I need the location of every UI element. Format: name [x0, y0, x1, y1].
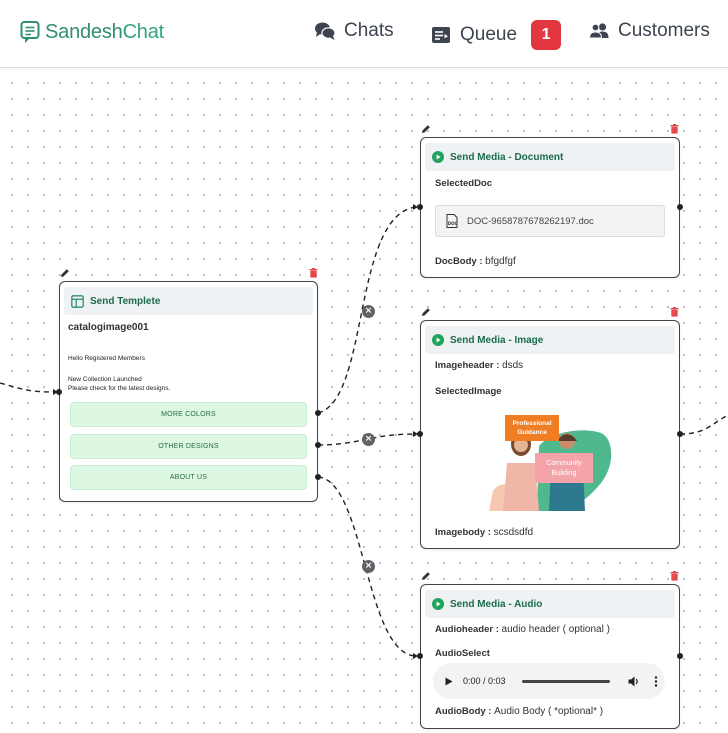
template-node-header: Send Templete [64, 287, 313, 315]
more-options-icon[interactable] [654, 675, 658, 687]
pencil-icon[interactable] [60, 268, 70, 278]
template-button-other-designs[interactable]: OTHER DESIGNS [70, 434, 307, 459]
image-header: Imageheader : dsds [435, 360, 524, 371]
audio-node-header: Send Media - Audio [425, 590, 675, 618]
nav-customers[interactable]: Customers [588, 20, 710, 42]
selected-doc-file[interactable]: DOC DOC-96587876782621​97.doc [435, 205, 665, 237]
template-body-line1: New Collection Launched [68, 376, 142, 383]
doc-body-value: bfgdfgf [485, 256, 516, 267]
nav-queue[interactable]: Queue 1 [430, 20, 562, 50]
nav-chats-label: Chats [344, 20, 394, 41]
image-caption-2-line2: Building [552, 470, 577, 477]
doc-body: DocBody : bfgdfgf [435, 256, 516, 267]
play-circle-icon [432, 334, 444, 346]
output-handle[interactable] [677, 653, 683, 659]
template-button-about-us[interactable]: ABOUT US [70, 465, 307, 490]
image-body: Imagebody : scsdsdfd [435, 527, 534, 538]
chat-logo-icon [20, 21, 40, 43]
audio-header: Audioheader : audio header ( optional ) [435, 624, 610, 635]
chat-bubbles-icon [315, 22, 336, 40]
audio-body-value: Audio Body ( *optional* ) [494, 706, 604, 717]
input-handle[interactable] [417, 431, 423, 437]
play-circle-icon [432, 598, 444, 610]
pencil-icon[interactable] [421, 307, 431, 317]
node-title: Send Media - Audio [450, 598, 543, 610]
template-body-line2: Please check for the latest designs. [68, 385, 171, 392]
template-button-more-colors[interactable]: MORE COLORS [70, 402, 307, 427]
queue-count-badge: 1 [531, 20, 562, 50]
volume-icon[interactable] [628, 676, 640, 687]
node-title: Send Media - Document [450, 151, 564, 163]
template-greeting: Hello Registered Members [68, 355, 145, 362]
pencil-icon[interactable] [421, 571, 431, 581]
logo-text: SandeshChat [45, 20, 165, 43]
template-layout-icon [71, 294, 84, 308]
app-logo[interactable]: SandeshChat [20, 20, 164, 44]
play-circle-icon [432, 151, 444, 163]
svg-text:DOC: DOC [448, 221, 458, 226]
doc-file-name: DOC-96587876782621​97.doc [467, 215, 594, 227]
audio-select-label: AudioSelect [435, 648, 490, 659]
image-caption-1: Professional [512, 420, 551, 427]
trash-icon[interactable] [670, 124, 679, 134]
output-handle[interactable] [315, 410, 321, 416]
audio-progress-slider[interactable] [521, 679, 610, 683]
image-node-header: Send Media - Image [425, 326, 675, 354]
output-handle[interactable] [315, 474, 321, 480]
output-handle[interactable] [315, 442, 321, 448]
delete-edge-button[interactable]: × [362, 433, 375, 446]
template-node[interactable]: Send Templete catalogimage001 Hello Regi… [59, 281, 318, 502]
selected-image-preview[interactable]: Professional Guidance Community Building [489, 411, 615, 511]
selected-image-label: SelectedImage [435, 386, 502, 397]
image-caption-1-line2: Guidance [517, 429, 547, 436]
top-header: SandeshChat Chats Queue 1 Customers [0, 0, 728, 68]
output-handle[interactable] [677, 431, 683, 437]
trash-icon[interactable] [309, 268, 318, 278]
audio-node[interactable]: Send Media - Audio Audioheader : audio h… [420, 584, 680, 729]
document-node[interactable]: Send Media - Document SelectedDoc DOC DO… [420, 137, 680, 278]
audio-body: AudioBody : Audio Body ( *optional* ) [435, 706, 604, 717]
document-node-header: Send Media - Document [425, 143, 675, 171]
nav-customers-label: Customers [618, 20, 710, 41]
image-node[interactable]: Send Media - Image Imageheader : dsds Se… [420, 320, 680, 549]
delete-edge-button[interactable]: × [362, 305, 375, 318]
input-handle[interactable] [56, 389, 62, 395]
doc-file-icon: DOC [446, 214, 458, 228]
image-body-value: scsdsdfd [493, 527, 534, 538]
audio-header-value: audio header ( optional ) [501, 624, 610, 635]
node-title: Send Templete [90, 295, 161, 307]
image-header-value: dsds [502, 360, 524, 371]
audio-player[interactable]: 0:00 / 0:03 [433, 663, 665, 699]
queue-list-icon [432, 27, 450, 43]
input-handle[interactable] [417, 653, 423, 659]
input-handle[interactable] [417, 204, 423, 210]
users-icon [588, 23, 609, 39]
nav-chats[interactable]: Chats [314, 20, 394, 42]
trash-icon[interactable] [670, 571, 679, 581]
audio-time: 0:00 / 0:03 [463, 676, 506, 686]
output-handle[interactable] [677, 204, 683, 210]
node-title: Send Media - Image [450, 334, 544, 346]
pencil-icon[interactable] [421, 124, 431, 134]
delete-edge-button[interactable]: × [362, 560, 375, 573]
trash-icon[interactable] [670, 307, 679, 317]
template-name: catalogimage001 [68, 322, 149, 333]
nav-queue-label: Queue [460, 24, 518, 45]
selected-doc-label: SelectedDoc [435, 178, 493, 189]
play-icon[interactable] [445, 677, 453, 686]
image-caption-2: Community [546, 460, 582, 467]
